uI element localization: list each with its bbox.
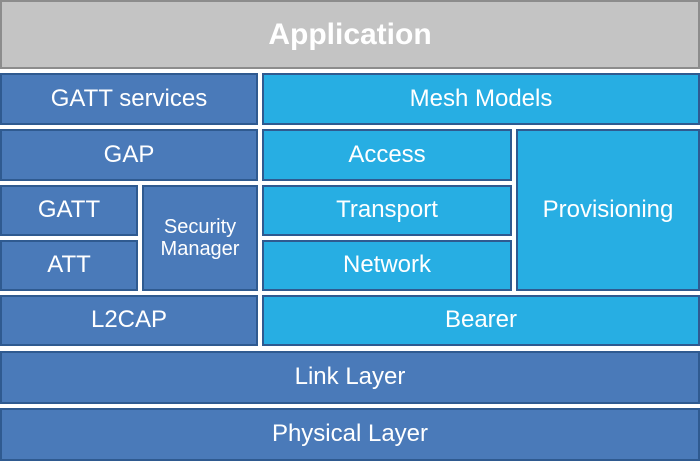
- l2cap-block: L2CAP: [0, 295, 258, 346]
- gap-label: GAP: [103, 140, 155, 168]
- network-label: Network: [342, 251, 432, 279]
- bearer-block: Bearer: [262, 295, 700, 346]
- att-block: ATT: [0, 240, 138, 291]
- l2cap-label: L2CAP: [90, 306, 168, 334]
- transport-label: Transport: [336, 196, 438, 224]
- gap-block: GAP: [0, 129, 258, 181]
- application-layer: Application: [0, 0, 700, 69]
- access-label: Access: [348, 140, 426, 168]
- mesh-models-label: Mesh Models: [409, 84, 553, 112]
- security-manager-block: Security Manager: [142, 185, 258, 291]
- gatt-services-label: GATT services: [50, 84, 208, 112]
- gatt-label: GATT: [37, 196, 101, 224]
- security-manager-label-line2: Manager: [160, 238, 240, 260]
- provisioning-block: Provisioning: [516, 129, 700, 291]
- att-label: ATT: [47, 251, 91, 279]
- network-block: Network: [262, 240, 512, 291]
- gatt-block: GATT: [0, 185, 138, 236]
- physical-layer-block: Physical Layer: [0, 408, 700, 461]
- security-manager-label-line1: Security: [163, 216, 237, 238]
- link-layer-block: Link Layer: [0, 351, 700, 404]
- access-block: Access: [262, 129, 512, 181]
- application-label: Application: [268, 18, 432, 51]
- transport-block: Transport: [262, 185, 512, 236]
- bearer-label: Bearer: [444, 306, 518, 334]
- provisioning-label: Provisioning: [542, 195, 674, 223]
- link-layer-label: Link Layer: [294, 363, 406, 391]
- mesh-models-block: Mesh Models: [262, 73, 700, 125]
- physical-layer-label: Physical Layer: [271, 420, 429, 448]
- gatt-services-block: GATT services: [0, 73, 258, 125]
